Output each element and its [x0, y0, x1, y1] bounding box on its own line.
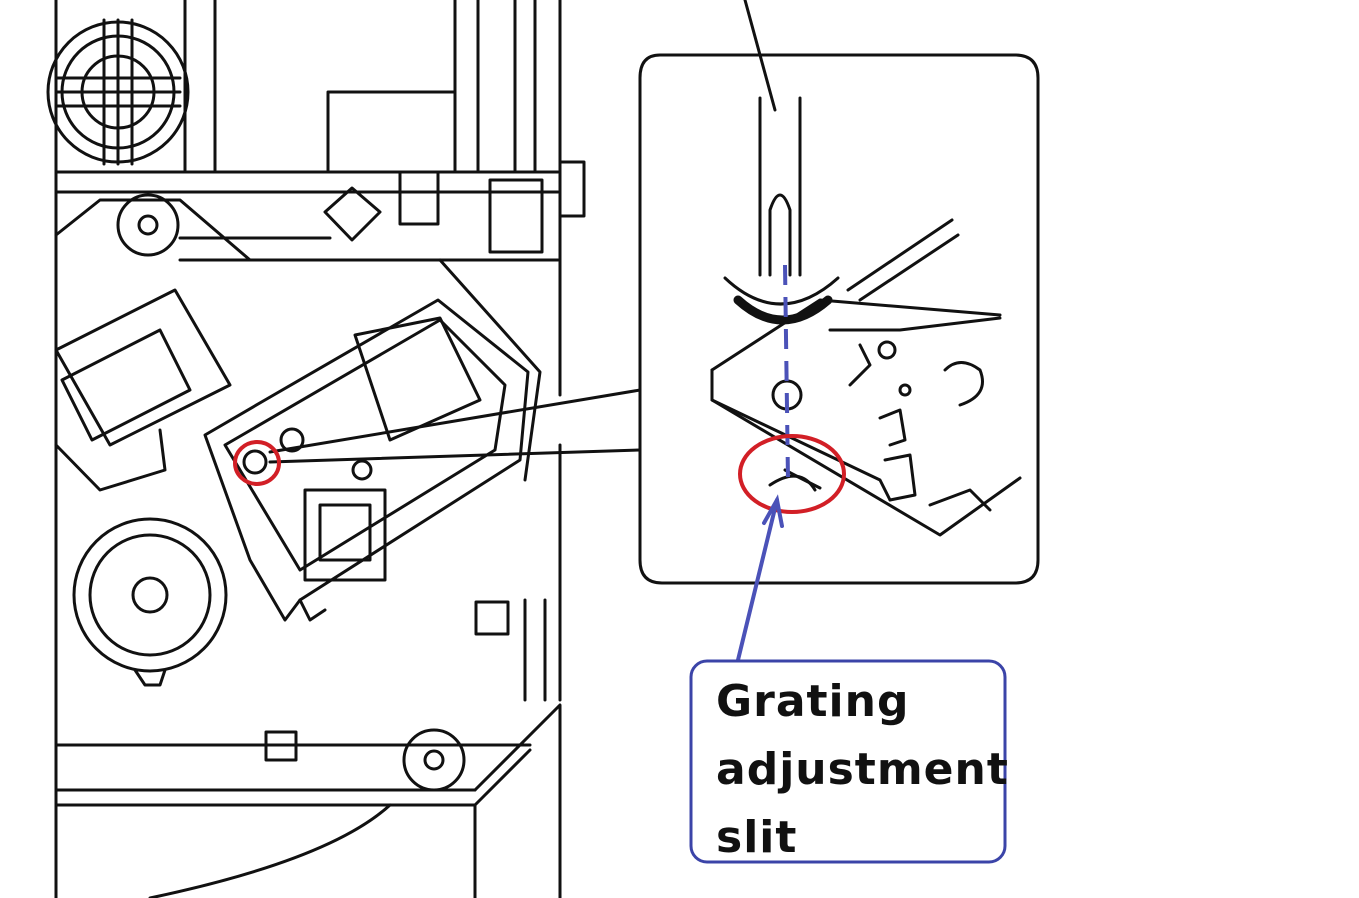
- callout-line-3: slit: [716, 812, 798, 863]
- mechanism-line-art: [46, 0, 1040, 898]
- detail-inset: [638, 0, 1040, 585]
- left-bracket: [54, 288, 232, 492]
- screw-head-icon: [242, 449, 268, 475]
- lower-frame: [54, 598, 562, 898]
- callout-line-2: adjustment: [716, 744, 1009, 795]
- callout-label: Grating adjustment slit: [716, 668, 1009, 872]
- callout-leader: [268, 388, 642, 464]
- arrow-pointer-icon: [736, 494, 784, 662]
- callout-line-1: Grating: [716, 676, 910, 727]
- pickup-sled: [203, 258, 542, 622]
- guide-rail: [54, 170, 560, 262]
- callout-box: [689, 659, 1007, 864]
- chassis-frame: [54, 0, 586, 898]
- circled-screw-icon: [233, 440, 281, 486]
- alignment-guide-line: [783, 264, 790, 481]
- circled-slit-icon: [738, 434, 846, 514]
- lower-gear: [72, 517, 228, 687]
- top-gear: [46, 18, 190, 166]
